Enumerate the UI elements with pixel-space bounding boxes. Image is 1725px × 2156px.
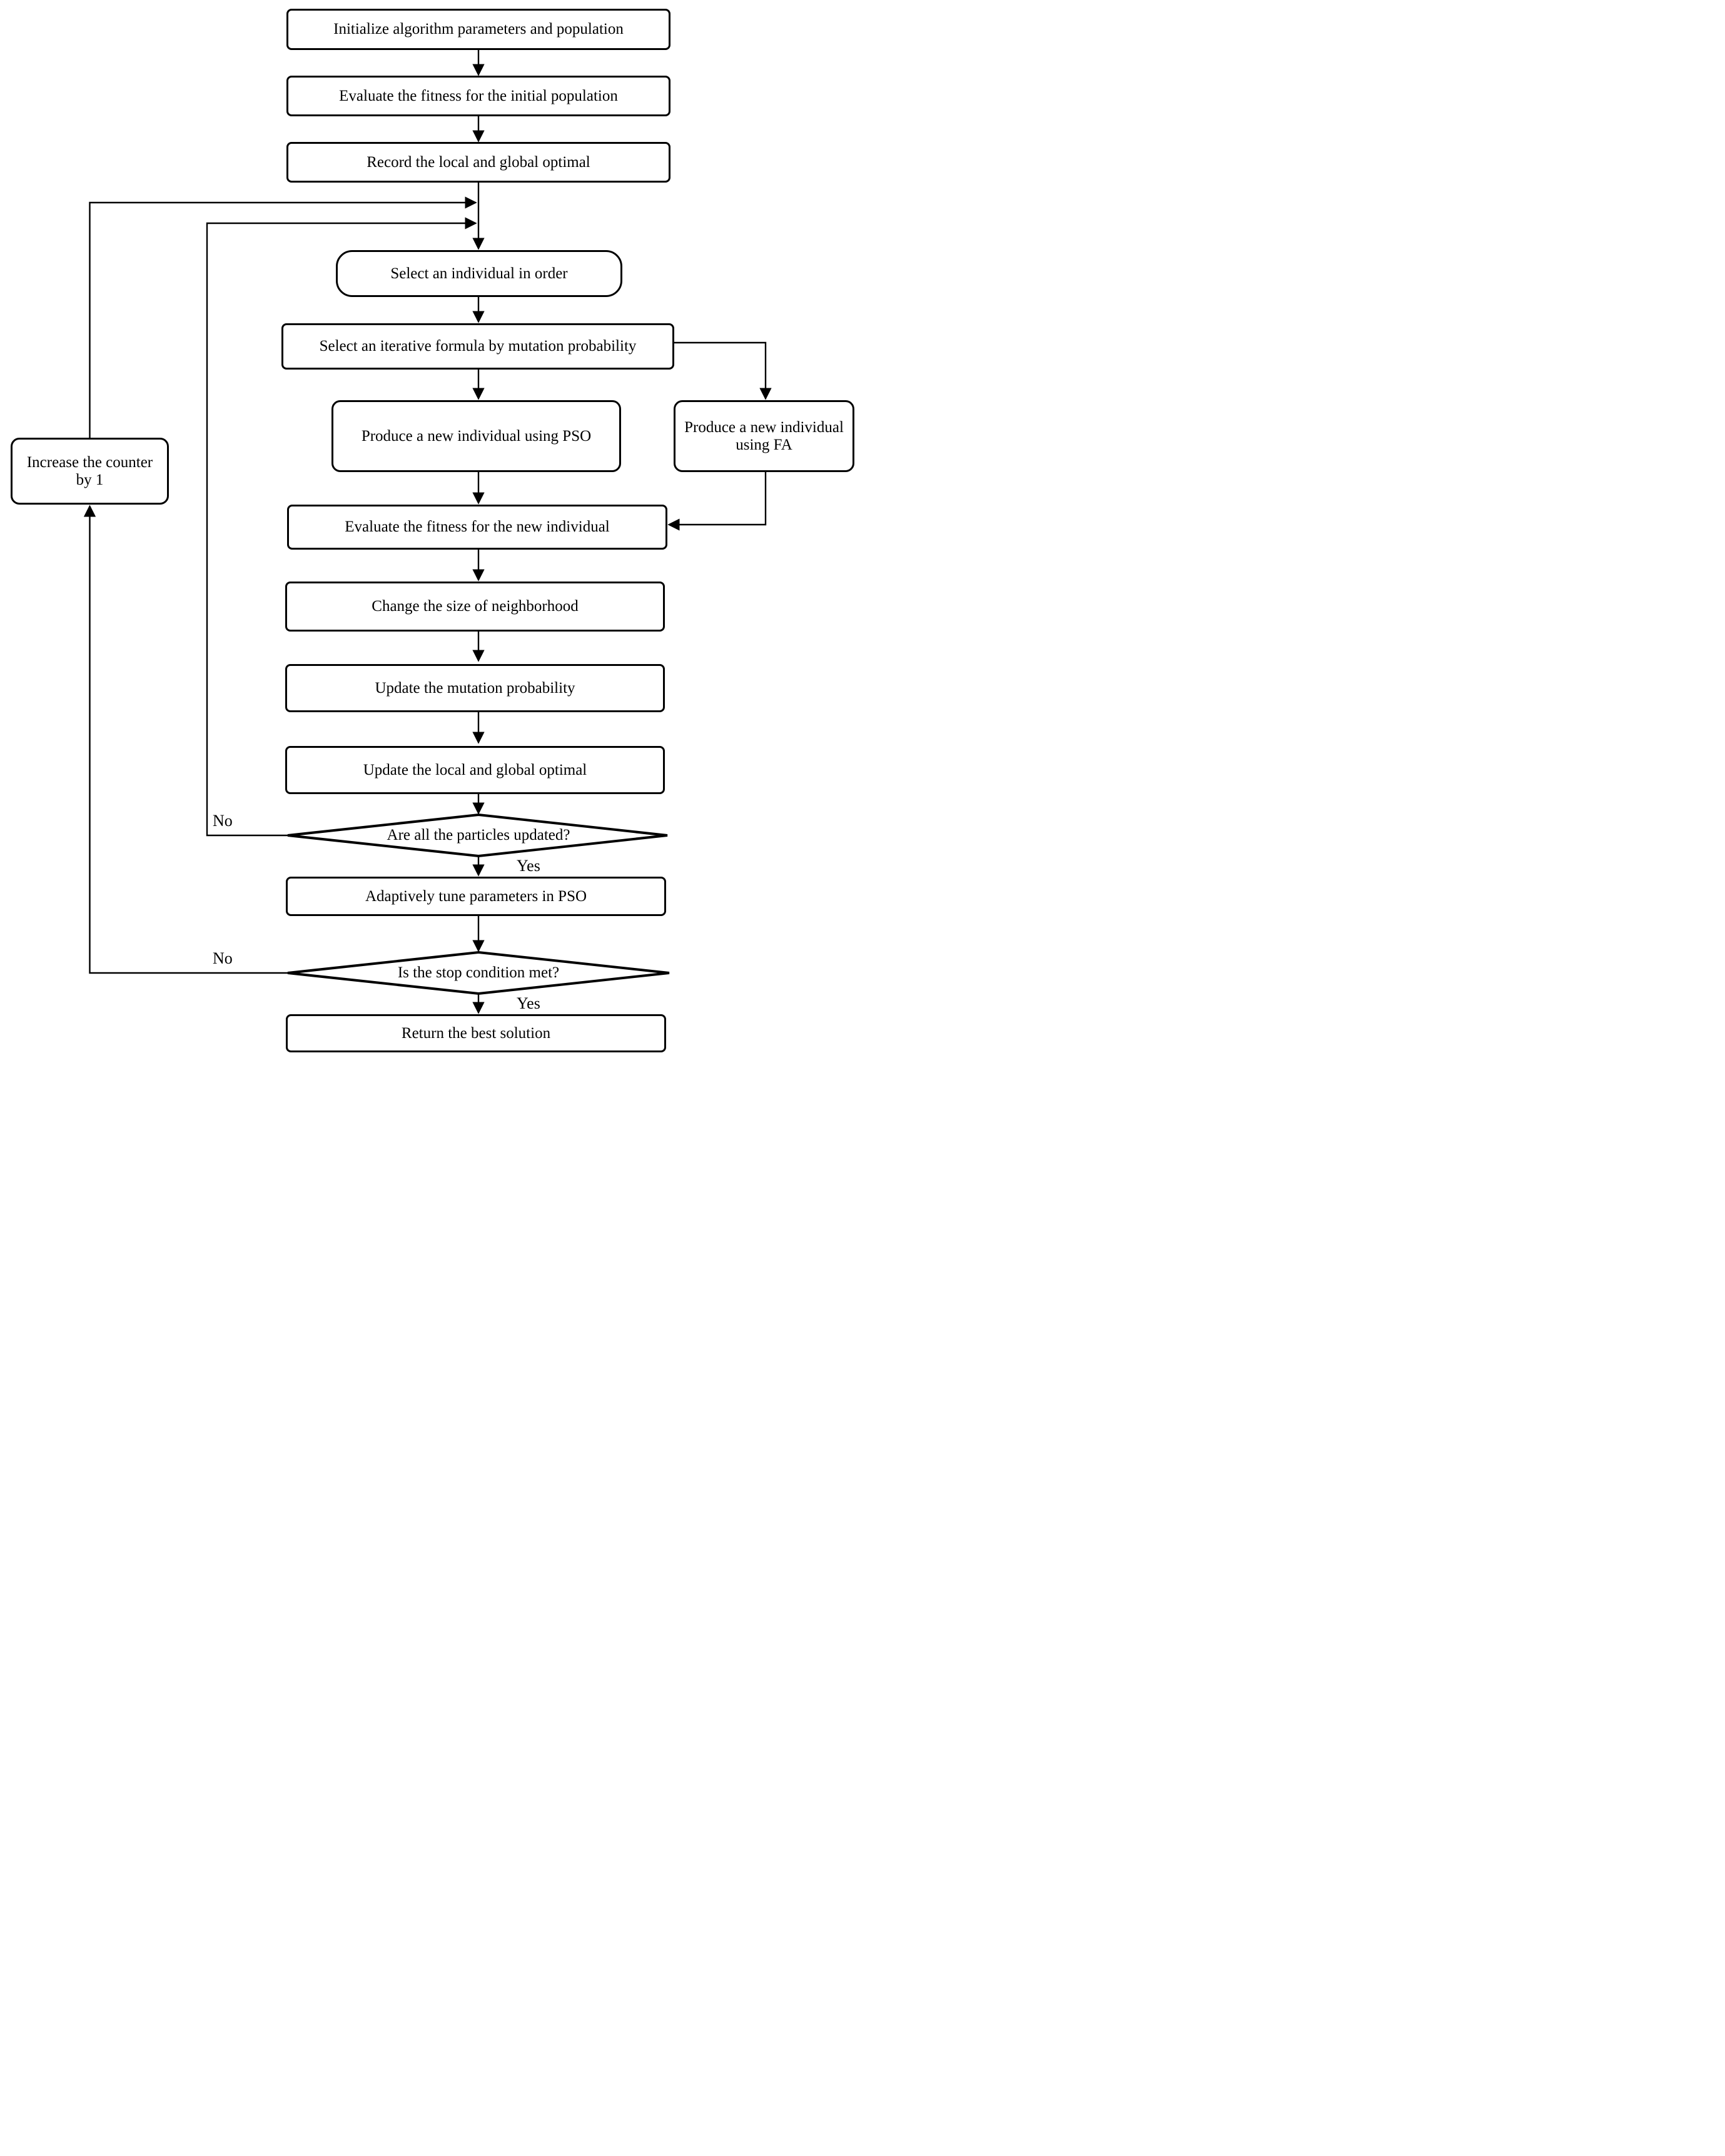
edge-label-no-particles: No <box>213 812 233 830</box>
edge-particles-no-loop <box>206 217 477 837</box>
node-change-neighborhood: Change the size of neighborhood <box>285 582 665 632</box>
decision-diamond-particles <box>287 813 668 858</box>
node-produce-fa: Produce a new individual using FA <box>674 400 854 472</box>
edge-fa-to-evaluate-new <box>667 472 767 531</box>
edge-formula-to-fa <box>674 341 772 400</box>
node-update-optimal: Update the local and global optimal <box>285 746 665 794</box>
edge-label-yes-stop: Yes <box>517 994 540 1012</box>
node-evaluate-initial-fitness: Evaluate the fitness for the initial pop… <box>286 76 670 116</box>
decision-label-stop-condition: Is the stop condition met? <box>397 964 560 981</box>
node-record-optimal: Record the local and global optimal <box>286 142 670 183</box>
edge-counter-loop-return <box>89 196 477 438</box>
flowchart-canvas: Initialize algorithm parameters and popu… <box>0 0 862 1078</box>
node-tune-pso: Adaptively tune parameters in PSO <box>286 877 666 916</box>
decision-label-particles-updated: Are all the particles updated? <box>387 827 570 844</box>
edge-stop-no-to-counter <box>83 505 288 974</box>
node-select-individual: Select an individual in order <box>336 250 622 297</box>
node-produce-pso: Produce a new individual using PSO <box>331 400 621 472</box>
node-evaluate-new-fitness: Evaluate the fitness for the new individ… <box>287 505 667 550</box>
node-initialize: Initialize algorithm parameters and popu… <box>286 9 670 50</box>
node-increase-counter: Increase the counter by 1 <box>11 438 169 505</box>
flowchart-connectors <box>83 50 772 1014</box>
edge-label-no-stop: No <box>213 949 233 967</box>
decision-diamond-stop <box>287 950 670 995</box>
node-return-best: Return the best solution <box>286 1014 666 1052</box>
node-update-mutation-probability: Update the mutation probability <box>285 664 665 712</box>
edge-label-yes-particles: Yes <box>517 857 540 875</box>
node-select-formula: Select an iterative formula by mutation … <box>281 323 674 370</box>
